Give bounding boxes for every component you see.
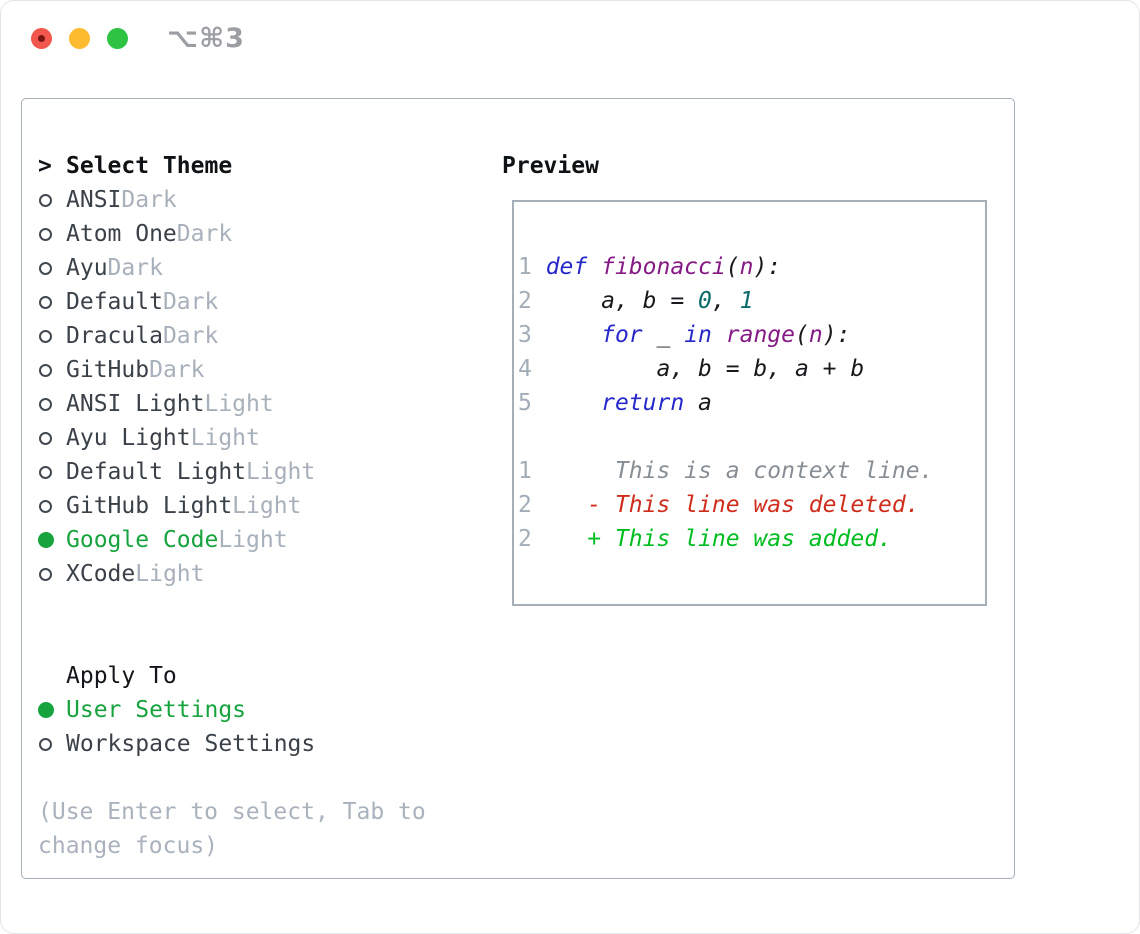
theme-name: Google Code (66, 527, 219, 553)
diff-line-deleted: 2 - This line was deleted. (518, 488, 981, 522)
radio-icon (39, 737, 52, 751)
line-number: 2 (518, 526, 546, 552)
line-number: 5 (518, 390, 546, 416)
theme-variant: Dark (121, 187, 177, 213)
radio-icon (39, 227, 52, 241)
apply-to-option[interactable]: Workspace Settings (38, 727, 426, 761)
radio-icon (39, 295, 52, 309)
theme-name: Dracula (66, 323, 163, 349)
theme-option[interactable]: ANSI Dark (38, 183, 426, 217)
theme-name: GitHub Light (66, 493, 233, 519)
help-text-line-1: (Use Enter to select, Tab to (38, 799, 426, 825)
theme-option[interactable]: Google Code Light (38, 523, 426, 557)
theme-variant: Light (232, 493, 302, 519)
theme-name: ANSI (66, 187, 122, 213)
code-line: 2 a, b = 0, 1 (518, 284, 981, 318)
code-text: a, b = b, a + b (545, 356, 865, 382)
help-text-line-2: change focus) (38, 833, 219, 859)
theme-option[interactable]: Dracula Dark (38, 319, 426, 353)
code-line (518, 420, 981, 454)
line-number: 3 (518, 322, 546, 348)
apply-to-header: Apply To (66, 663, 177, 689)
theme-variant: Light (246, 459, 316, 485)
theme-option[interactable]: ANSI Light Light (38, 387, 426, 421)
theme-name: Ayu (66, 255, 108, 281)
code-line: 1 def fibonacci(n): (518, 250, 981, 284)
diff-text: This is a context line. (545, 458, 934, 484)
code-line: 5 return a (518, 386, 981, 420)
theme-name: Default Light (66, 459, 247, 485)
theme-option[interactable]: Default Dark (38, 285, 426, 319)
theme-name: Atom One (66, 221, 177, 247)
line-number: 2 (518, 492, 546, 518)
theme-option[interactable]: XCode Light (38, 557, 426, 591)
apply-to-label: Workspace Settings (66, 731, 316, 757)
line-number: 1 (518, 254, 546, 280)
code-text: for _ in range(n): (601, 322, 851, 348)
theme-variant: Light (204, 391, 274, 417)
line-number: 2 (518, 288, 546, 314)
radio-icon (39, 431, 52, 445)
code-line: 3 for _ in range(n): (518, 318, 981, 352)
minimize-button-icon[interactable] (69, 28, 90, 49)
radio-selected-icon (38, 702, 54, 718)
theme-variant: Dark (176, 221, 233, 247)
code-text: a, b = 0, 1 (545, 288, 754, 314)
theme-option[interactable]: GitHub Dark (38, 353, 426, 387)
theme-option[interactable]: Atom One Dark (38, 217, 426, 251)
theme-name: XCode (66, 561, 136, 587)
theme-name: Ayu Light (66, 425, 191, 451)
radio-icon (39, 193, 52, 207)
theme-variant: Dark (149, 357, 205, 383)
diff-line-added: 2 + This line was added. (518, 522, 981, 556)
radio-selected-icon (38, 532, 54, 548)
code-line: 4 a, b = b, a + b (518, 352, 981, 386)
theme-option[interactable]: Default Light Light (38, 455, 426, 489)
theme-variant: Dark (162, 323, 219, 349)
radio-icon (39, 499, 52, 513)
theme-variant: Light (218, 527, 288, 553)
title-bar: ⌥⌘3 (1, 1, 1139, 77)
close-button-icon[interactable] (31, 28, 52, 49)
line-number: 1 (518, 458, 546, 484)
theme-variant: Light (190, 425, 260, 451)
apply-to-option[interactable]: User Settings (38, 693, 426, 727)
code-text: return a (601, 390, 712, 416)
theme-variant: Dark (107, 255, 163, 281)
code-text: def fibonacci(n): (545, 254, 782, 280)
theme-option[interactable]: Ayu Dark (38, 251, 426, 285)
theme-option[interactable]: GitHub Light Light (38, 489, 426, 523)
diff-text: + This line was added. (545, 526, 892, 552)
radio-icon (39, 329, 52, 343)
radio-icon (39, 363, 52, 377)
theme-variant: Light (135, 561, 205, 587)
window-title: ⌥⌘3 (167, 23, 245, 54)
apply-to-label: User Settings (66, 697, 247, 723)
theme-option[interactable]: Ayu Light Light (38, 421, 426, 455)
preview-header: Preview (502, 153, 599, 179)
radio-icon (39, 567, 52, 581)
diff-line-context: 1 This is a context line. (518, 454, 981, 488)
theme-name: ANSI Light (66, 391, 205, 417)
line-number: 4 (518, 356, 546, 382)
diff-text: - This line was deleted. (545, 492, 920, 518)
theme-variant: Dark (162, 289, 219, 315)
select-theme-header: Select Theme (66, 153, 233, 179)
focus-caret-icon: > (38, 153, 52, 179)
apply-to-header-row: Apply To (38, 659, 426, 693)
theme-name: GitHub (66, 357, 150, 383)
select-theme-header-row: > Select Theme (38, 149, 426, 183)
theme-name: Default (66, 289, 163, 315)
radio-icon (39, 465, 52, 479)
zoom-button-icon[interactable] (107, 28, 128, 49)
radio-icon (39, 397, 52, 411)
radio-icon (39, 261, 52, 275)
